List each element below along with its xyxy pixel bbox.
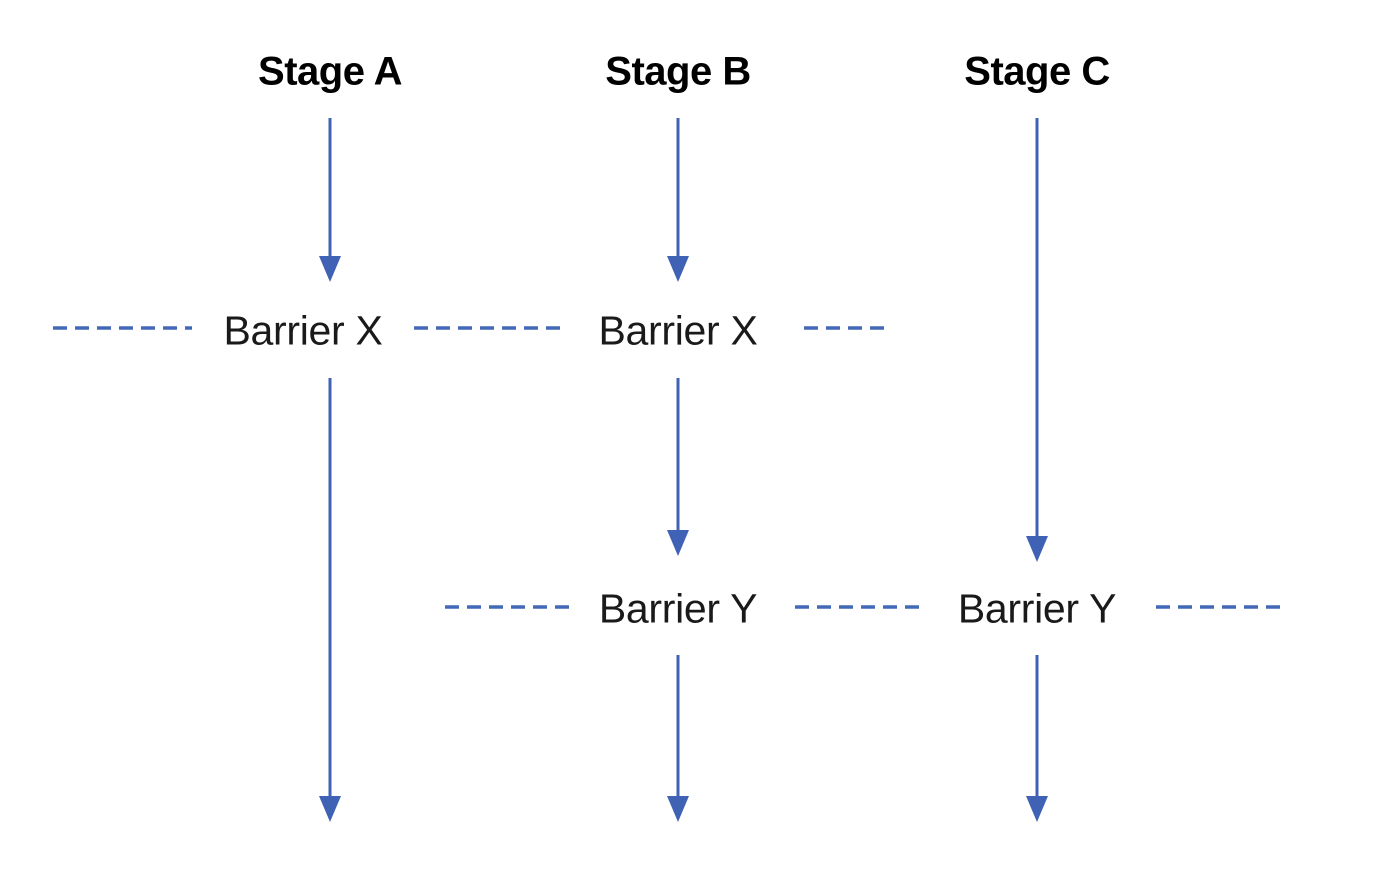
arrow-stage-b [667,378,689,556]
stage-header-3: Stage C [964,49,1110,94]
arrow-stage-c [1026,118,1048,562]
stage-header-2: Stage B [605,49,751,94]
arrow-head [667,256,689,282]
arrow-head [1026,796,1048,822]
arrow-stage-b [667,118,689,282]
arrow-layer [319,118,1048,822]
arrow-head [319,796,341,822]
barrier-label: Barrier X [592,307,764,355]
barrier-label: Barrier Y [951,585,1123,633]
arrow-head [319,256,341,282]
arrow-stage-b [667,655,689,822]
arrow-head [667,796,689,822]
dashed-connector-layer [53,326,1286,609]
arrow-head [667,530,689,556]
arrow-stage-a [319,378,341,822]
arrow-head [1026,536,1048,562]
barrier-label: Barrier Y [592,585,764,633]
arrow-stage-a [319,118,341,282]
stage-header-1: Stage A [258,49,402,94]
arrow-stage-c [1026,655,1048,822]
barrier-label: Barrier X [217,307,389,355]
